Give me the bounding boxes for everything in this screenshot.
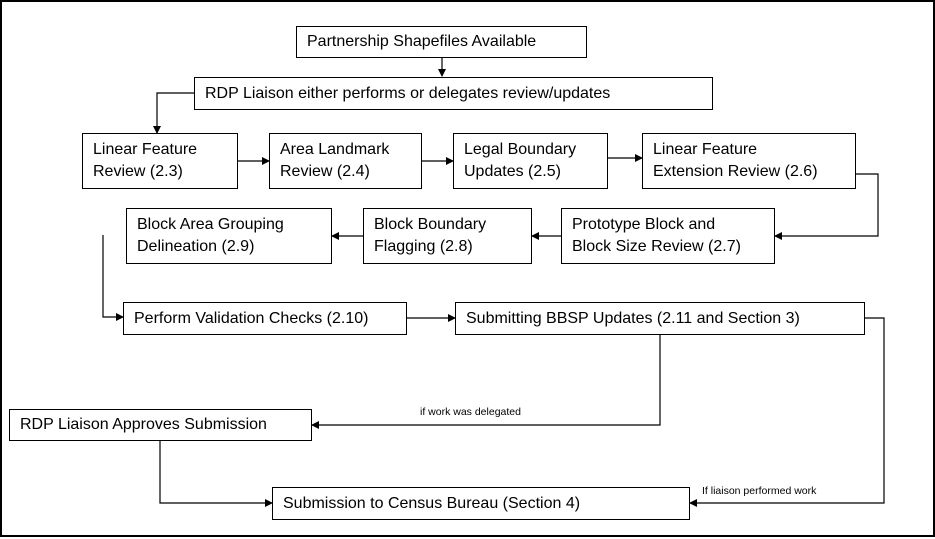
node-validation-line-1: Perform Validation Checks (2.10) — [134, 309, 369, 327]
edge-label-performed: If liaison performed work — [702, 485, 817, 497]
node-shapefiles-line-1: Partnership Shapefiles Available — [307, 33, 537, 50]
node-linear-extension-line-1: Linear Feature — [653, 141, 758, 158]
arrow-linear-extension-to-prototype-block — [774, 173, 879, 240]
node-census: Submission to Census Bureau (Section 4) — [272, 487, 690, 520]
node-prototype-block-line-2: Block Size Review (2.7) — [572, 238, 741, 255]
node-shapefiles: Partnership Shapefiles Available — [296, 26, 587, 58]
arrow-submitting-to-approves — [311, 335, 661, 429]
node-block-boundary-line-2: Flagging (2.8) — [374, 238, 473, 255]
node-liaison-line-1: RDP Liaison either performs or delegates… — [205, 84, 611, 102]
node-block-area: Block Area Grouping Delineation (2.9) — [126, 208, 332, 264]
node-area-landmark-line-2: Review (2.4) — [280, 163, 370, 180]
node-legal-boundary-line-1: Legal Boundary — [464, 141, 577, 158]
node-approves: RDP Liaison Approves Submission — [9, 409, 312, 441]
node-validation: Perform Validation Checks (2.10) — [123, 302, 407, 335]
node-block-boundary-line-1: Block Boundary — [374, 216, 487, 233]
node-prototype-block-line-1: Prototype Block and — [572, 216, 716, 233]
node-submitting: Submitting BBSP Updates (2.11 and Sectio… — [455, 302, 865, 335]
arrow-block-area-to-validation — [102, 235, 124, 321]
node-liaison: RDP Liaison either performs or delegates… — [194, 77, 713, 110]
arrow-approves-to-census — [159, 441, 273, 507]
edge-label-delegated: if work was delegated — [420, 406, 521, 418]
node-submitting-line-1: Submitting BBSP Updates (2.11 and Sectio… — [466, 309, 800, 327]
node-area-landmark-line-1: Area Landmark — [280, 141, 390, 158]
node-linear-extension: Linear Feature Extension Review (2.6) — [642, 133, 856, 189]
node-linear-review-line-1: Linear Feature — [93, 141, 198, 158]
node-linear-extension-line-2: Extension Review (2.6) — [653, 163, 818, 180]
node-block-area-line-2: Delineation (2.9) — [137, 238, 255, 255]
arrow-submitting-to-census — [689, 317, 885, 507]
node-area-landmark: Area Landmark Review (2.4) — [269, 133, 422, 189]
node-linear-review-line-2: Review (2.3) — [93, 163, 183, 180]
node-legal-boundary-line-2: Updates (2.5) — [464, 163, 561, 180]
arrow-liaison-to-linear-review — [153, 92, 194, 134]
node-block-boundary: Block Boundary Flagging (2.8) — [363, 208, 532, 264]
node-prototype-block: Prototype Block and Block Size Review (2… — [561, 208, 775, 264]
node-census-line-1: Submission to Census Bureau (Section 4) — [283, 494, 581, 512]
node-legal-boundary: Legal Boundary Updates (2.5) — [453, 133, 608, 189]
node-block-area-line-1: Block Area Grouping — [137, 216, 284, 233]
node-approves-line-1: RDP Liaison Approves Submission — [20, 416, 267, 433]
node-linear-review: Linear Feature Review (2.3) — [82, 133, 238, 189]
